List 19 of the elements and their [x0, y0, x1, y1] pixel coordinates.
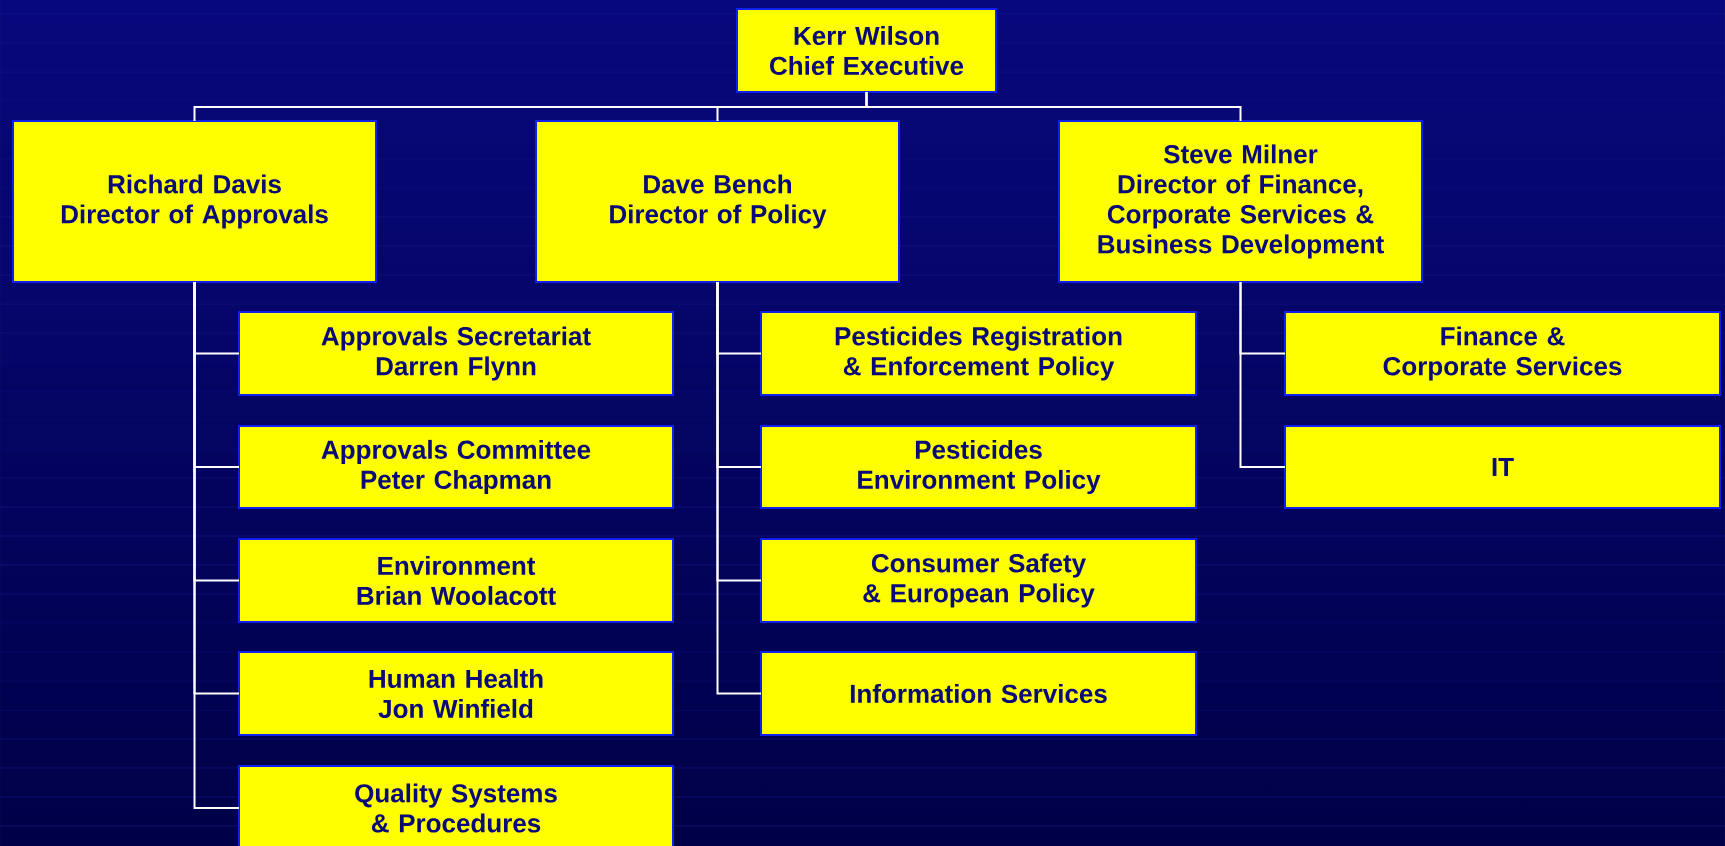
team-box: IT — [1284, 425, 1721, 509]
team-box: Quality Systems & Procedures — [238, 765, 674, 846]
team-box: Finance & Corporate Services — [1284, 311, 1721, 396]
team-box: Consumer Safety & European Policy — [760, 538, 1197, 623]
team-box: Pesticides Environment Policy — [760, 425, 1197, 509]
connector-line — [1239, 281, 1286, 468]
team-box: Environment Brian Woolacott — [238, 538, 674, 623]
team-box: Approvals Committee Peter Chapman — [238, 425, 674, 509]
connector-line — [716, 281, 762, 695]
team-box: Approvals Secretariat Darren Flynn — [238, 311, 674, 396]
title-box: Kerr Wilson Chief Executive — [736, 8, 997, 93]
director-box: Steve Milner Director of Finance, Corporate Services & Business Development — [1058, 120, 1423, 283]
team-box: Human Health Jon Winfield — [238, 651, 674, 736]
connector-line — [193, 281, 240, 809]
team-box: Pesticides Registration & Enforcement Policy — [760, 311, 1197, 396]
team-box: Information Services — [760, 651, 1197, 736]
connector-line — [865, 91, 1242, 122]
director-box: Dave Bench Director of Policy — [535, 120, 900, 283]
director-box: Richard Davis Director of Approvals — [12, 120, 377, 283]
